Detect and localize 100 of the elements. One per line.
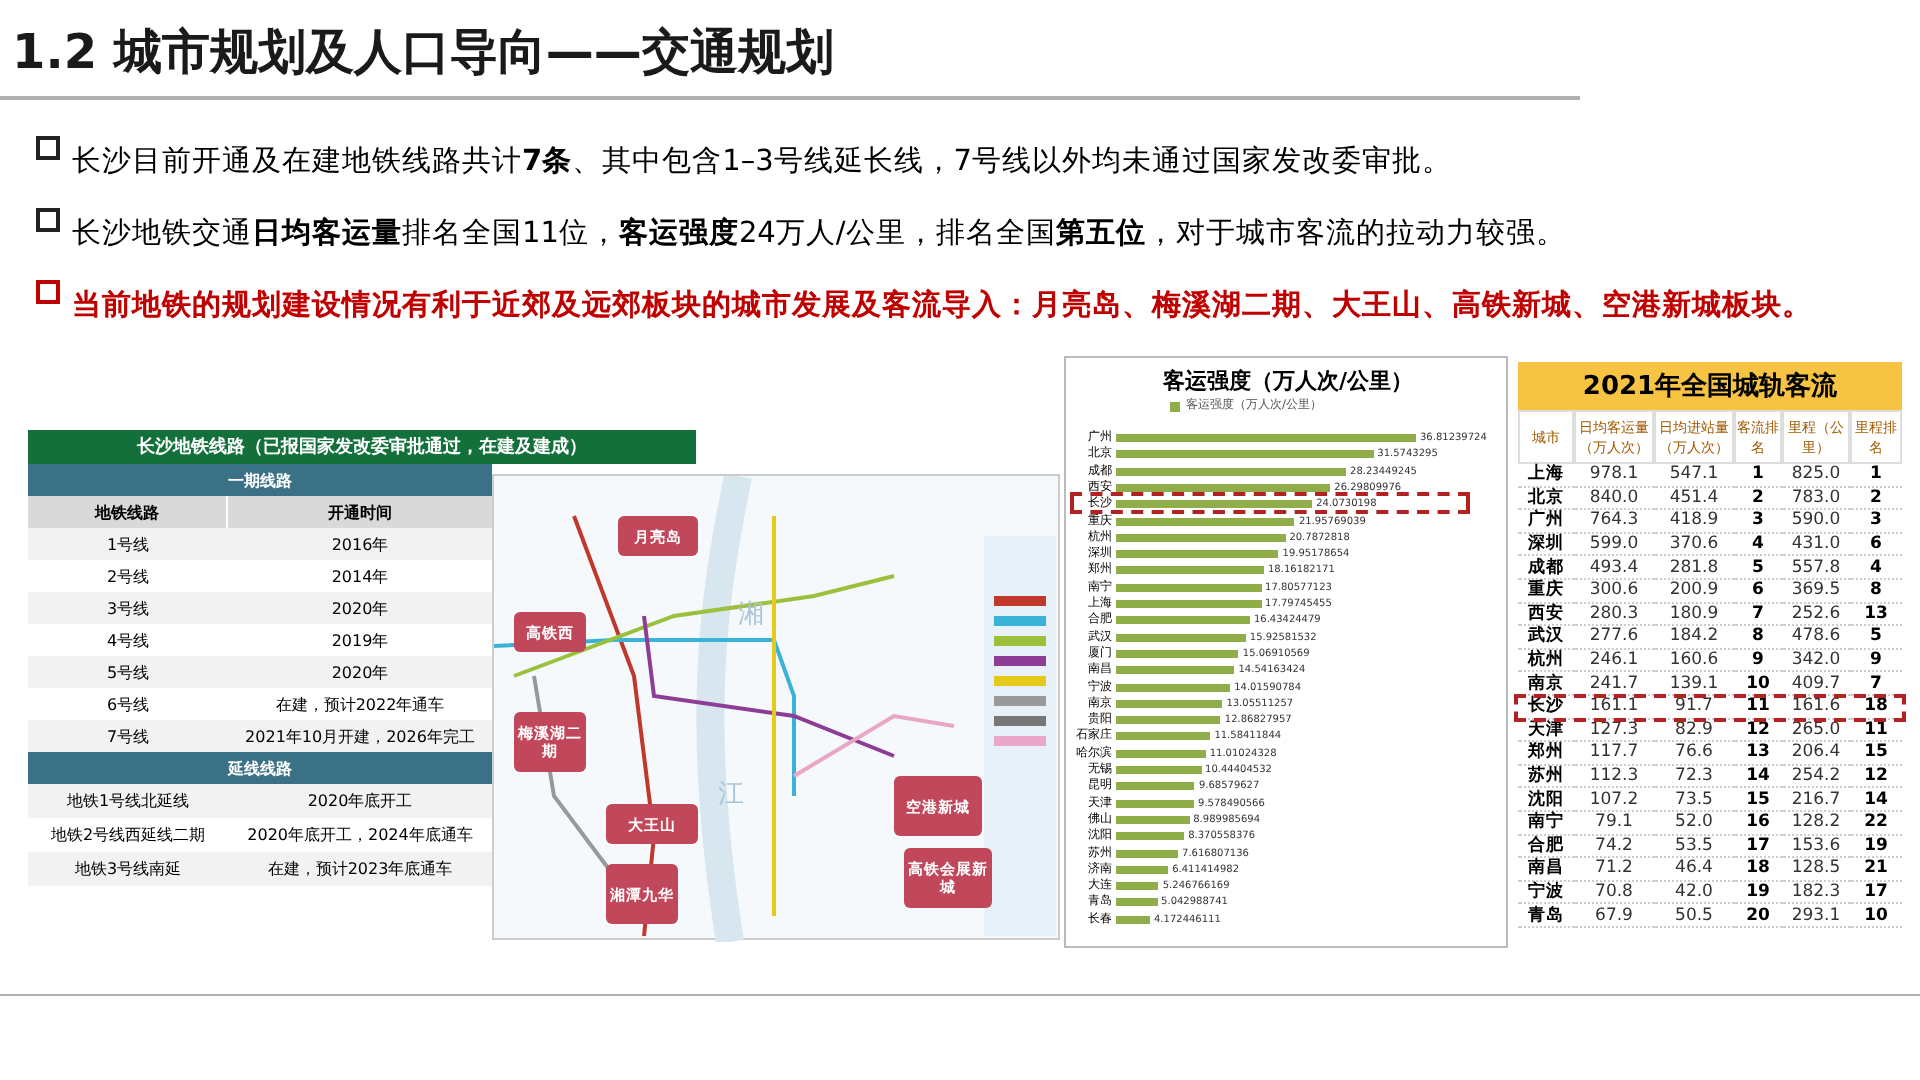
table-cell: 70.8 (1574, 881, 1654, 905)
table-cell: 杭州 (1518, 649, 1574, 673)
table-cell: 2 (1734, 487, 1782, 511)
table-cell: 72.3 (1654, 765, 1734, 789)
table-cell: 1号线 (28, 528, 228, 560)
table-cell: 8 (1850, 580, 1902, 604)
table-cell: 22 (1850, 812, 1902, 836)
river-label: 江 (718, 778, 744, 812)
table-cell: 277.6 (1574, 626, 1654, 650)
table-cell: 西安 (1518, 603, 1574, 627)
table-cell: 493.4 (1574, 556, 1654, 580)
table-cell: 978.1 (1574, 464, 1654, 488)
table-cell: 14 (1850, 788, 1902, 812)
table-cell: 19 (1850, 835, 1902, 859)
table-cell: 2 (1850, 487, 1902, 511)
table-cell: 15 (1850, 742, 1902, 766)
chart-title: 客运强度（万人次/公里） (1160, 366, 1416, 396)
table-cell: 13 (1850, 603, 1902, 627)
table-cell: 46.4 (1654, 858, 1734, 882)
table-cell: 合肥 (1518, 835, 1574, 859)
table-cell: 200.9 (1654, 580, 1734, 604)
table-cell: 3 (1734, 510, 1782, 534)
table-cell: 161.6 (1782, 696, 1850, 720)
table-cell: 郑州 (1518, 742, 1574, 766)
table-cell: 254.2 (1782, 765, 1850, 789)
table-cell: 79.1 (1574, 812, 1654, 836)
table-cell: 2020年 (228, 656, 492, 688)
table-cell: 840.0 (1574, 487, 1654, 511)
table-cell: 上海 (1518, 464, 1574, 488)
table-cell: 7 (1850, 672, 1902, 696)
table-cell: 1 (1734, 464, 1782, 488)
table-cell: 369.5 (1782, 580, 1850, 604)
table-cell: 431.0 (1782, 533, 1850, 557)
table-cell: 15 (1734, 788, 1782, 812)
table-cell: 241.7 (1574, 672, 1654, 696)
section-header: 一期线路 (28, 464, 492, 496)
table-cell: 7号线 (28, 720, 228, 752)
bullet-text: 长沙目前开通及在建地铁线路共计7条、其中包含1–3号线延长线，7号线以外均未通过国家发改委审批。 (72, 143, 1455, 182)
table-cell: 青岛 (1518, 904, 1574, 928)
table-cell: 127.3 (1574, 719, 1654, 743)
table-cell: 南宁 (1518, 812, 1574, 836)
table-cell: 128.5 (1782, 858, 1850, 882)
table-cell: 42.0 (1654, 881, 1734, 905)
table-cell: 12 (1734, 719, 1782, 743)
table-cell: 107.2 (1574, 788, 1654, 812)
table-cell: 160.6 (1654, 649, 1734, 673)
section-header: 延线线路 (28, 752, 492, 784)
table-cell: 11 (1734, 696, 1782, 720)
table-cell: 武汉 (1518, 626, 1574, 650)
table-cell: 764.3 (1574, 510, 1654, 534)
table-cell: 在建，预计2023年底通车 (228, 852, 492, 886)
table-cell: 10 (1734, 672, 1782, 696)
table-cell: 北京 (1518, 487, 1574, 511)
table-cell: 180.9 (1654, 603, 1734, 627)
table-cell: 599.0 (1574, 533, 1654, 557)
table-cell: 6 (1734, 580, 1782, 604)
table-cell: 184.2 (1654, 626, 1734, 650)
table-cell: 52.0 (1654, 812, 1734, 836)
table-title: 2021年全国城轨客流 (1518, 362, 1902, 410)
table-cell: 18 (1850, 696, 1902, 720)
table-cell: 4 (1850, 556, 1902, 580)
table-cell: 宁波 (1518, 881, 1574, 905)
table-cell: 82.9 (1654, 719, 1734, 743)
table-cell: 长沙 (1518, 696, 1574, 720)
table-cell: 67.9 (1574, 904, 1654, 928)
table-cell: 16 (1734, 812, 1782, 836)
table-cell: 112.3 (1574, 765, 1654, 789)
table-cell: 117.7 (1574, 742, 1654, 766)
river-label: 湘 (738, 598, 764, 632)
table-cell: 370.6 (1654, 533, 1734, 557)
table-cell: 2020年底开工 (228, 784, 492, 818)
table-cell: 547.1 (1654, 464, 1734, 488)
table-title: 长沙地铁线路（已报国家发改委审批通过，在建及建成） (28, 430, 696, 464)
table-cell: 17 (1850, 881, 1902, 905)
table-cell: 深圳 (1518, 533, 1574, 557)
table-cell: 6 (1850, 533, 1902, 557)
table-cell: 342.0 (1782, 649, 1850, 673)
table-cell: 成都 (1518, 556, 1574, 580)
table-cell: 91.7 (1654, 696, 1734, 720)
table-cell: 重庆 (1518, 580, 1574, 604)
table-cell: 139.1 (1654, 672, 1734, 696)
table-cell: 2020年 (228, 592, 492, 624)
table-cell: 4 (1734, 533, 1782, 557)
table-cell: 地铁1号线北延线 (28, 784, 228, 818)
table-cell: 50.5 (1654, 904, 1734, 928)
table-cell: 182.3 (1782, 881, 1850, 905)
table-cell: 71.2 (1574, 858, 1654, 882)
table-cell: 1 (1850, 464, 1902, 488)
table-cell: 13 (1734, 742, 1782, 766)
table-cell: 21 (1850, 858, 1902, 882)
bullet-text: 长沙地铁交通日均客运量排名全国11位，客运强度24万人/公里，排名全国第五位，对于城市客流的拉动力较强。 (72, 214, 1568, 254)
table-cell: 18 (1734, 858, 1782, 882)
table-cell: 128.2 (1782, 812, 1850, 836)
column-header: 地铁线路 (28, 496, 228, 528)
table-cell: 300.6 (1574, 580, 1654, 604)
table-cell: 5号线 (28, 656, 228, 688)
table-cell: 246.1 (1574, 649, 1654, 673)
table-cell: 南京 (1518, 672, 1574, 696)
table-cell: 53.5 (1654, 835, 1734, 859)
page-title: 1.2 城市规划及人口导向——交通规划 (12, 22, 834, 84)
